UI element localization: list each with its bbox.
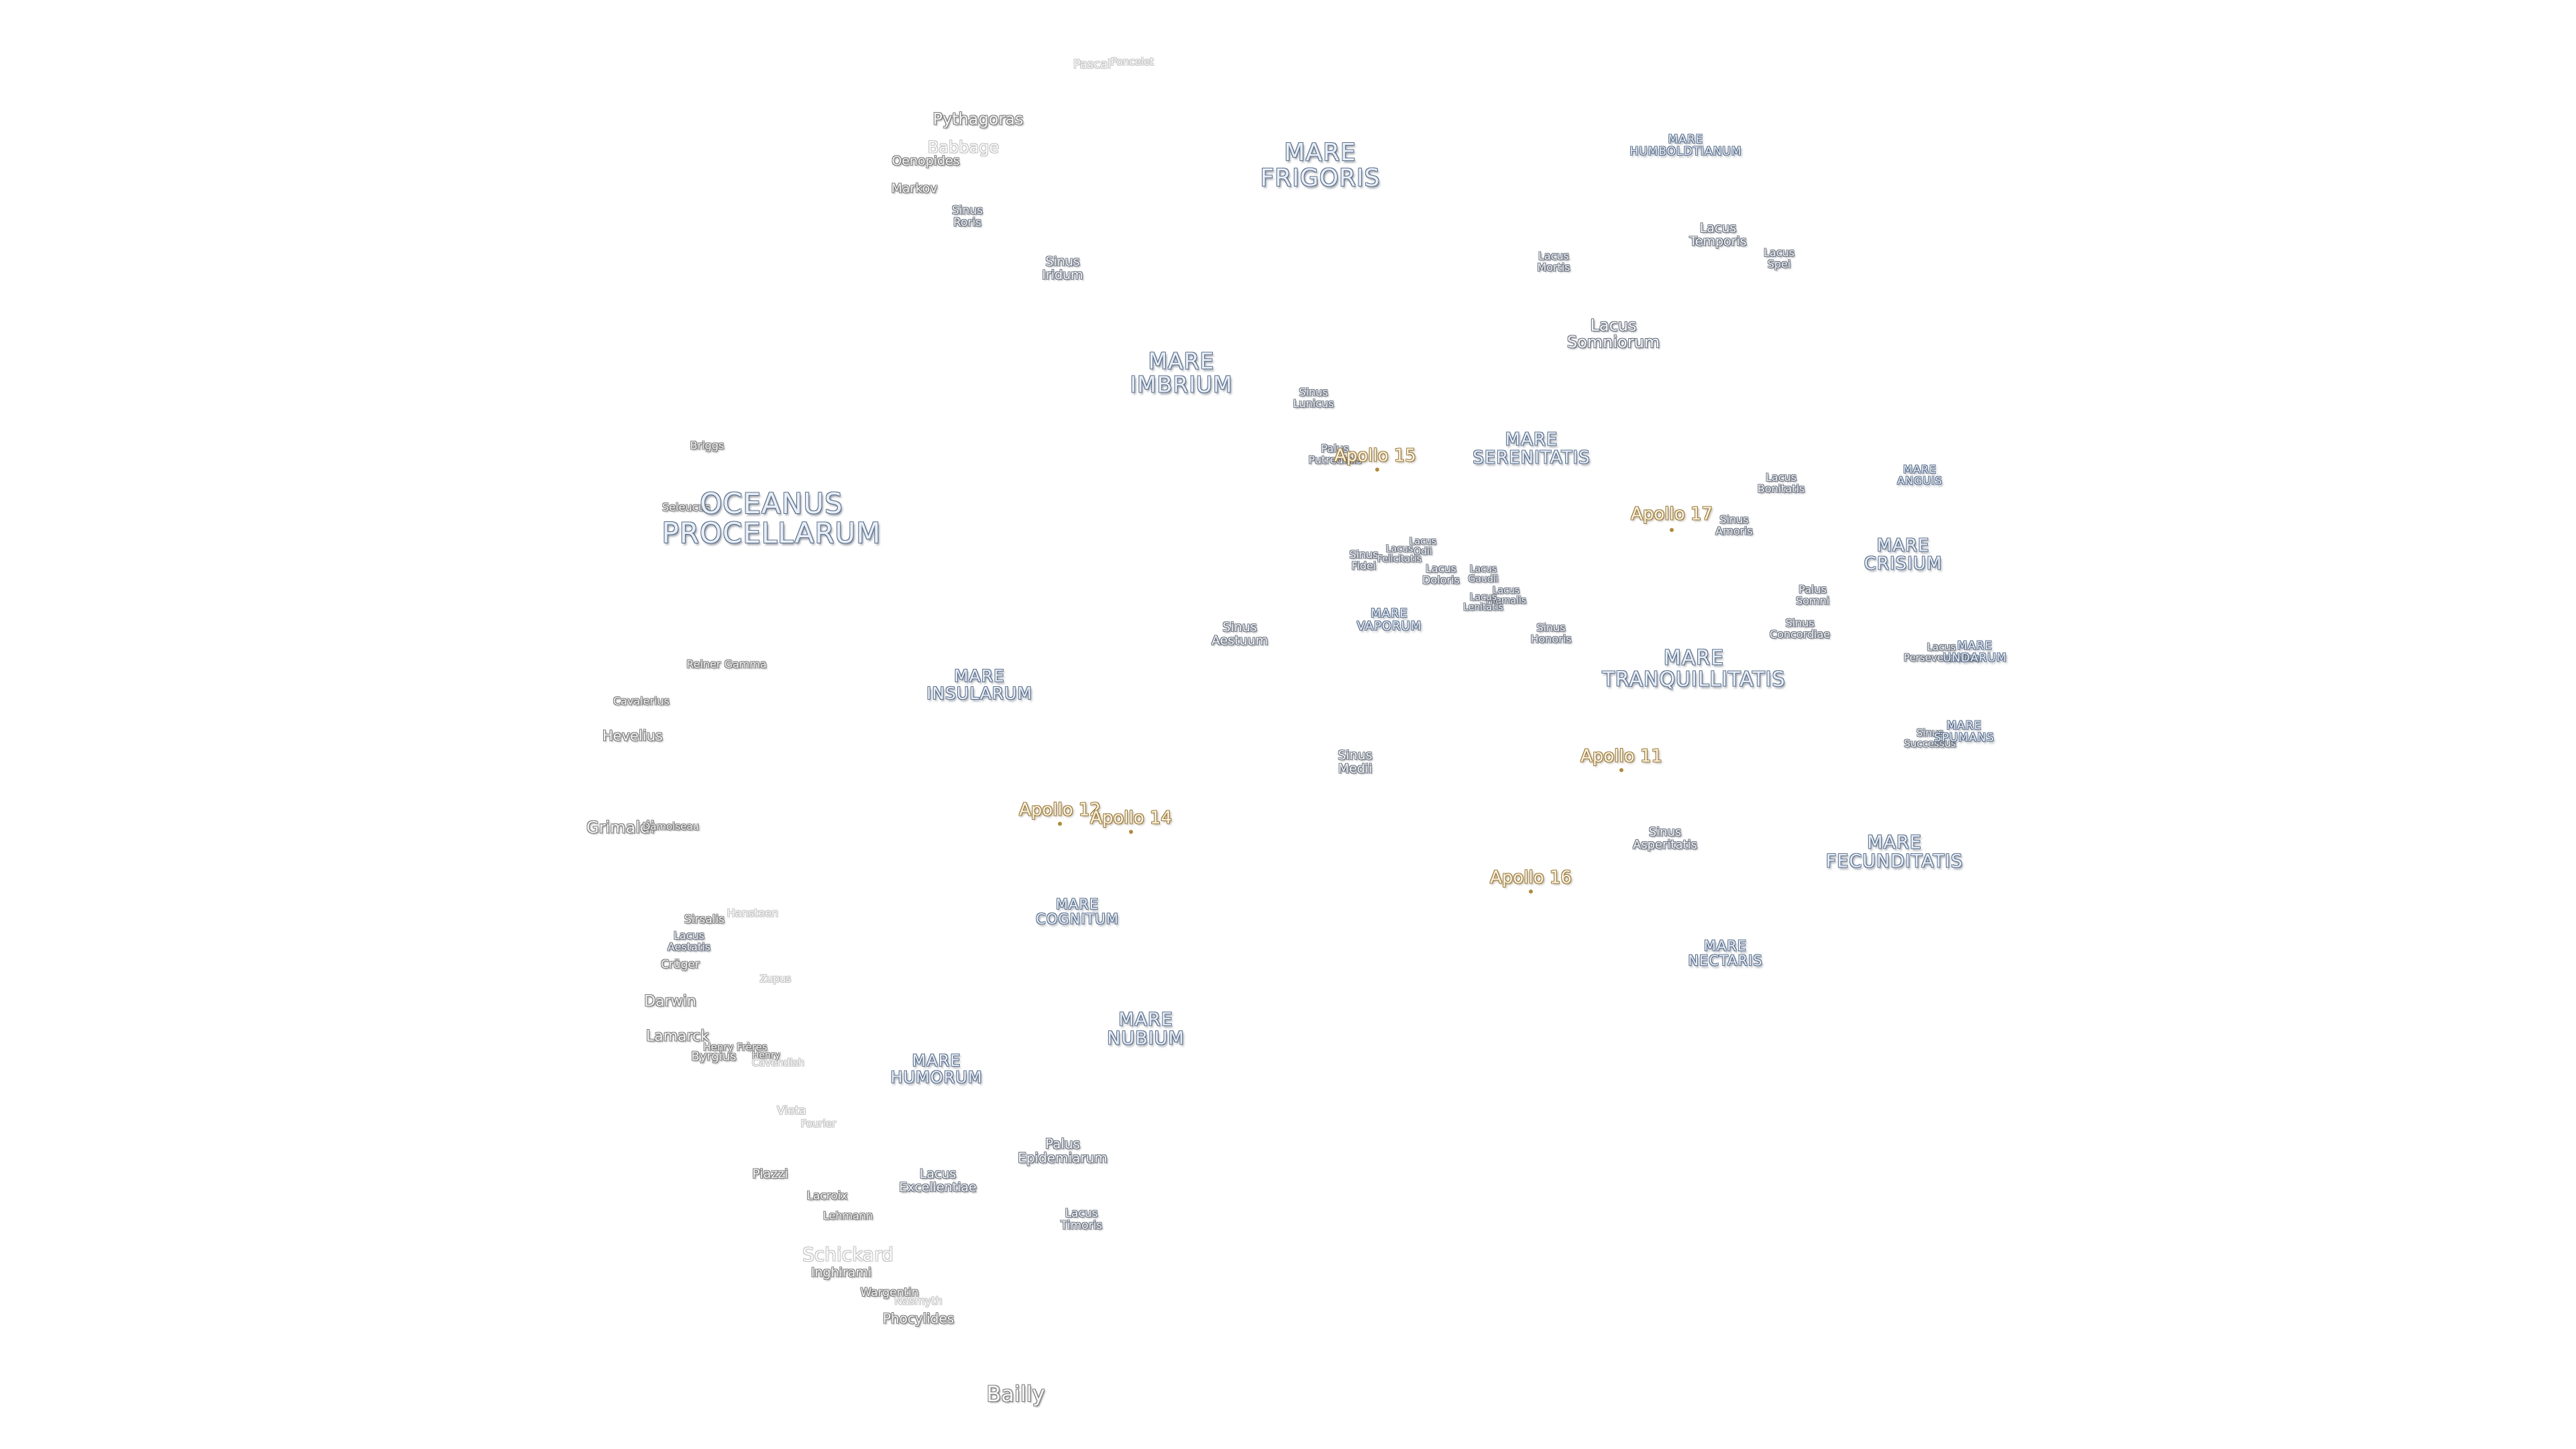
map-label-crater: Lacroix: [806, 1189, 848, 1203]
apollo-site-label: Apollo 17: [1631, 504, 1713, 525]
map-label-mare: OCEANUS PROCELLARUM: [661, 486, 881, 549]
map-label-feature: Lacus Bonitatis: [1757, 471, 1805, 495]
map-label-feature: Lacus Somniorum: [1566, 315, 1660, 352]
map-label-faint: Schickard: [802, 1243, 894, 1266]
map-label-crater: Piazzi: [752, 1167, 788, 1182]
map-label-feature: Lacus Odii: [1409, 536, 1437, 557]
map-label-feature: Palus Epidemiarum: [1018, 1136, 1108, 1166]
map-label-crater: Lamarck: [645, 1028, 710, 1045]
map-label-faint: Babbage: [927, 138, 1000, 157]
map-label-crater: Bailly: [986, 1381, 1045, 1407]
landing-site-marker: [1529, 890, 1533, 894]
map-label-feature: Lacus Perseverantiae: [1903, 641, 1980, 663]
map-label-crater: Henry Frères: [703, 1041, 767, 1054]
map-label-feature: Sinus Asperitatis: [1632, 825, 1698, 852]
map-label-feature: Lacus Doloris: [1422, 562, 1460, 586]
apollo-site-label: Apollo 11: [1580, 746, 1662, 767]
map-label-crater: Phocylides: [882, 1310, 955, 1327]
map-label-feature: Lacus Excellentiae: [899, 1167, 977, 1195]
map-label-feature: Lacus Felicitatis: [1377, 543, 1422, 564]
landing-site-marker: [1619, 768, 1623, 772]
map-label-crater: Byrgius: [691, 1049, 737, 1064]
map-label-mare: MARE NECTARIS: [1688, 937, 1763, 969]
map-label-feature: Sinus Successus: [1904, 727, 1956, 749]
map-label-crater: Sirsalis: [684, 913, 725, 927]
map-label-crater: Crüger: [661, 958, 700, 972]
map-label-feature: Sinus Amoris: [1715, 513, 1753, 537]
map-label-faint: Vieta: [777, 1104, 806, 1118]
map-label-feature: Lacus Temporis: [1689, 221, 1747, 249]
map-label-crater: Darwin: [644, 993, 696, 1010]
map-label-mare: MARE CRISIUM: [1864, 535, 1943, 574]
map-label-crater: Henry: [751, 1050, 781, 1061]
map-label-crater: Oenopides: [892, 154, 960, 169]
map-label-feature: Sinus Fidei: [1349, 548, 1379, 572]
apollo-site-label: Apollo 15: [1334, 445, 1416, 466]
map-label-feature: Sinus Iridum: [1042, 254, 1083, 282]
map-label-feature: Lacus Hiemalis: [1485, 585, 1527, 606]
map-label-faint: Cavendish: [751, 1057, 805, 1069]
map-label-mare: MARE VAPORUM: [1356, 606, 1422, 633]
apollo-site-label: Apollo 14: [1090, 808, 1172, 828]
map-label-feature: Lacus Timoris: [1060, 1207, 1103, 1232]
map-label-mare: MARE SERENITATIS: [1472, 429, 1591, 468]
landing-site-marker: [1129, 830, 1133, 834]
map-label-feature: Sinus Concordiae: [1769, 616, 1831, 641]
map-label-mare: MARE TRANQUILLITATIS: [1602, 646, 1786, 691]
map-label-feature: Sinus Roris: [952, 204, 983, 229]
map-label-mare: MARE ANGUIS: [1897, 463, 1943, 487]
map-label-feature: Sinus Honoris: [1530, 621, 1572, 645]
map-label-mare: MARE UNDARUM: [1943, 639, 2007, 665]
map-label-mare: MARE COGNITUM: [1036, 896, 1119, 927]
map-label-feature: Lacus Aestatis: [667, 929, 710, 953]
map-label-feature: Lacus Mortis: [1537, 250, 1570, 274]
map-label-mare: MARE FRIGORIS: [1260, 139, 1381, 192]
apollo-site-label: Apollo 16: [1490, 867, 1572, 888]
map-label-crater: Briggs: [690, 439, 724, 452]
map-label-mare: MARE INSULARUM: [926, 665, 1033, 703]
landing-site-marker: [1670, 528, 1674, 532]
map-label-feature: Sinus Medii: [1338, 748, 1373, 776]
map-label-feature: Palus Somni: [1795, 583, 1830, 607]
map-label-crater: Damoiseau: [642, 820, 700, 833]
map-label-crater: Grimaldi: [586, 818, 655, 837]
map-label-mare: MARE HUMORUM: [890, 1051, 983, 1087]
landing-site-marker: [1375, 468, 1379, 472]
map-label-faint: Zupus: [759, 973, 792, 985]
map-label-mare: MARE SPUMANS: [1933, 719, 1995, 745]
map-label-feature: Lacus Spei: [1764, 246, 1794, 270]
map-label-crater: Lehmann: [822, 1209, 873, 1222]
map-label-faint: Fourier: [800, 1118, 837, 1130]
map-label-faint: Hansteen: [727, 906, 779, 920]
apollo-site-label: Apollo 12: [1019, 800, 1101, 820]
map-label-feature: Lacus Lenitatis: [1463, 592, 1503, 612]
map-label-crater: Cavalerius: [612, 694, 670, 708]
map-label-mare: MARE NUBIUM: [1107, 1009, 1185, 1049]
map-label-faint: Nasmyth: [894, 1294, 943, 1307]
map-label-crater: Pythagoras: [932, 109, 1024, 129]
map-label-crater: Seleucus: [662, 500, 710, 514]
landing-site-marker: [1058, 822, 1062, 826]
map-label-feature: Lacus Gaudii: [1468, 564, 1499, 584]
map-label-crater: Markov: [891, 181, 938, 197]
map-label-feature: Palus Putredinis: [1308, 442, 1362, 466]
map-label-crater: Hevelius: [602, 727, 663, 744]
map-label-crater: Reiner Gamma: [686, 657, 767, 671]
map-label-mare: MARE FECUNDITATIS: [1825, 832, 1964, 872]
map-label-crater: Inghirami: [810, 1265, 872, 1281]
map-label-feature: Sinus Aestuum: [1211, 620, 1269, 648]
map-label-crater: Wargentin: [860, 1286, 919, 1300]
map-label-faint: Poncelet: [1111, 56, 1154, 68]
map-label-faint: Pascal: [1073, 57, 1112, 72]
map-label-feature: Sinus Lunicus: [1293, 386, 1334, 410]
map-label-mare: MARE HUMBOLDTIANUM: [1629, 133, 1742, 158]
map-label-mare: MARE IMBRIUM: [1130, 347, 1233, 397]
